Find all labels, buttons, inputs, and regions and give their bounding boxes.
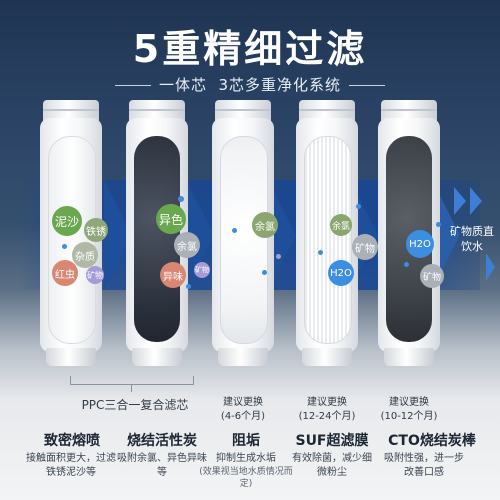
subtitle-line-right bbox=[349, 85, 386, 86]
contaminant-bubble: 异色 bbox=[156, 204, 186, 234]
flow-arrow-icon bbox=[486, 253, 495, 281]
water-bubble: H2O bbox=[406, 230, 434, 258]
feature-description: 抑制生成水垢 (效果视当地水质情况而定) bbox=[196, 452, 296, 490]
cartridge-base bbox=[218, 348, 268, 366]
replacement-note: 建议更换 (4-6个月) bbox=[198, 396, 288, 424]
cartridge-window bbox=[304, 136, 352, 344]
particle-dot bbox=[262, 270, 267, 275]
contaminant-bubble: 铁锈 bbox=[84, 218, 108, 242]
contaminant-bubble: 矿物 bbox=[194, 262, 210, 278]
replacement-period: (4-6个月) bbox=[220, 411, 266, 422]
subtitle-text: 一体芯 3芯多重净化系统 bbox=[158, 76, 342, 94]
replacement-title: 建议更换 bbox=[223, 397, 263, 408]
particle-dot bbox=[276, 254, 281, 259]
feature-description: 吸附余氯、异色异味等 bbox=[117, 453, 207, 478]
cartridge-scale-inhibitor bbox=[212, 100, 274, 368]
cartridge-cap bbox=[129, 100, 185, 122]
cartridge-window bbox=[134, 136, 180, 342]
page-title: 5重精细过滤 bbox=[132, 27, 368, 71]
cartridge-base bbox=[46, 348, 96, 366]
water-bubble: H2O bbox=[328, 260, 354, 286]
replacement-note: 建议更换 (12-24个月) bbox=[282, 396, 372, 424]
feature-description: 有效除菌，减少细微粉尘 bbox=[292, 453, 372, 478]
particle-dot bbox=[232, 228, 237, 233]
replacement-title: 建议更换 bbox=[307, 397, 347, 408]
contaminant-bubble: 矿物 bbox=[86, 266, 104, 284]
cartridge-cap bbox=[299, 100, 355, 122]
cartridge-base bbox=[132, 348, 182, 366]
cartridge-base bbox=[302, 348, 352, 366]
feature-title: SUF超滤膜 bbox=[295, 433, 369, 449]
feature-description: 吸附性强，进一步改善口感 bbox=[384, 453, 464, 478]
contaminant-bubble: 泥沙 bbox=[52, 206, 82, 236]
contaminant-bubble: 余氯 bbox=[174, 232, 200, 258]
output-water-label: 矿物质直饮水 bbox=[450, 225, 494, 253]
feature-title: 致密熔喷 bbox=[44, 433, 100, 449]
replacement-period: (10-12个月) bbox=[380, 411, 438, 422]
particle-dot bbox=[356, 204, 361, 209]
ppc-bracket-stem bbox=[131, 384, 132, 392]
particle-dot bbox=[186, 284, 191, 289]
feature-description-text: 抑制生成水垢 bbox=[216, 453, 276, 464]
contaminant-bubble: 余氯 bbox=[330, 214, 352, 236]
cartridge-base bbox=[384, 348, 434, 366]
particle-dot bbox=[62, 244, 67, 249]
contaminant-bubble: 红虫 bbox=[52, 260, 78, 286]
cartridge-cap bbox=[43, 100, 99, 122]
cartridge-cap bbox=[215, 100, 271, 122]
feature-note: (效果视当地水质情况而定) bbox=[199, 467, 293, 489]
feature-description: 接触面积更大，过滤铁锈泥沙等 bbox=[26, 453, 116, 478]
subtitle-line-left bbox=[114, 85, 151, 86]
contaminant-bubble: 余氯 bbox=[252, 212, 278, 238]
replacement-note: 建议更换 (10-12个月) bbox=[364, 396, 454, 424]
particle-dot bbox=[178, 196, 184, 202]
particle-dot bbox=[318, 250, 323, 255]
ppc-combo-label: PPC三合一复合滤芯 bbox=[81, 398, 189, 412]
particle-dot bbox=[404, 262, 409, 267]
mineral-bubble: 矿物 bbox=[352, 234, 378, 260]
feature-title: CTO烧结炭棒 bbox=[388, 433, 476, 449]
cartridge-window bbox=[220, 136, 268, 344]
feature-title: 烧结活性炭 bbox=[127, 433, 197, 449]
ppc-bracket bbox=[70, 376, 194, 385]
cartridge-cap bbox=[381, 100, 437, 122]
particle-dot bbox=[436, 222, 441, 227]
replacement-period: (12-24个月) bbox=[298, 411, 356, 422]
flow-arrow-icon bbox=[454, 187, 466, 215]
contaminant-bubble: 异味 bbox=[160, 262, 186, 288]
flow-arrow-icon bbox=[470, 187, 482, 215]
page-subtitle: 一体芯 3芯多重净化系统 bbox=[0, 74, 500, 95]
replacement-title: 建议更换 bbox=[389, 397, 429, 408]
mineral-bubble: 矿物 bbox=[420, 264, 444, 288]
feature-title: 阻垢 bbox=[232, 433, 260, 449]
contaminant-bubble: 杂质 bbox=[72, 242, 98, 268]
cartridge-suf-membrane bbox=[296, 100, 358, 368]
